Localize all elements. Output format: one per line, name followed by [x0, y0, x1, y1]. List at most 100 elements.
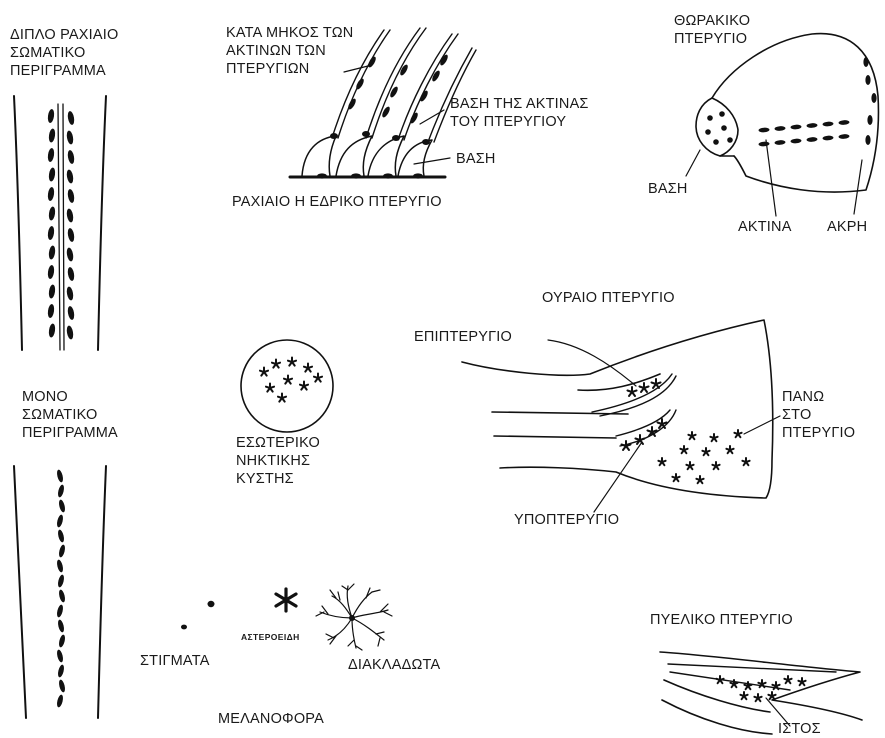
- pectoral-fin-figure: [686, 34, 879, 216]
- pigment-mark: [66, 247, 74, 262]
- pigment-mark: [712, 462, 719, 469]
- pigment-mark: [742, 458, 749, 465]
- pigment-mark: [734, 430, 741, 437]
- pigment-mark: [56, 514, 64, 528]
- pigment-mark: [48, 206, 56, 221]
- pigment-mark: [47, 304, 55, 319]
- pigment-mark: [66, 130, 74, 145]
- pelvic-fin-pigment-marks: [716, 676, 805, 701]
- pigment-mark: [48, 245, 56, 260]
- leader-pectoral-base: [686, 150, 700, 176]
- pigment-mark: [57, 529, 65, 543]
- pigment-mark: [47, 187, 55, 202]
- pectoral-tip-label: ΑΚΡΗ: [827, 218, 867, 236]
- pigment-mark: [284, 376, 292, 384]
- double-dorsal-outline-label: ΔΙΠΛΟ ΡΑΧΙΑΙΟ ΣΩΜΑΤΙΚΟ ΠΕΡΙΓΡΑΜΜΑ: [10, 26, 118, 80]
- caudal-fin-pigment-marks: [622, 379, 750, 483]
- pigment-mark: [865, 75, 870, 85]
- pigment-mark: [314, 374, 322, 382]
- pigment-mark: [67, 267, 75, 282]
- hypopterygio-label: ΥΠΟΠΤΕΡΥΓΙΟ: [514, 511, 619, 529]
- pigment-mark: [47, 109, 55, 124]
- pigment-mark: [707, 115, 713, 121]
- branched-label: ΔΙΑΚΛΑΔΩΤΑ: [348, 656, 440, 674]
- branched-mark: [316, 584, 392, 650]
- pigment-mark: [806, 137, 817, 142]
- pelvic-fin-label: ΠΥΕΛΙΚΟ ΠΤΕΡΥΓΙΟ: [650, 611, 793, 629]
- pelvic-fin-figure: [660, 652, 862, 734]
- pigment-mark: [672, 474, 679, 481]
- spots-label: ΣΤΙΓΜΑΤΑ: [140, 652, 210, 670]
- ray-base-label: ΒΑΣΗ ΤΗΣ ΑΚΤΙΝΑΣ ΤΟΥ ΠΤΕΡΥΓΙΟΥ: [450, 95, 589, 131]
- pigment-mark: [768, 692, 775, 699]
- pigment-mark: [658, 458, 665, 465]
- leader-epipterygio: [548, 340, 636, 386]
- caudal-fin-figure: [462, 320, 780, 512]
- pigment-mark: [351, 173, 361, 178]
- pigment-mark: [688, 432, 695, 439]
- pigment-mark: [48, 284, 56, 299]
- pigment-mark: [754, 694, 761, 701]
- pigment-mark: [871, 93, 876, 103]
- pigment-mark: [822, 121, 833, 126]
- pigment-mark: [863, 57, 868, 67]
- pectoral-base-label: ΒΑΣΗ: [648, 180, 688, 198]
- pigment-mark: [57, 574, 65, 588]
- along-fin-rays-label: ΚΑΤΑ ΜΗΚΟΣ ΤΩΝ ΑΚΤΙΝΩΝ ΤΩΝ ΠΤΕΡΥΓΙΩΝ: [226, 24, 353, 78]
- stellate-label: ΑΣΤΕΡΟΕΙΔΗ: [241, 628, 300, 646]
- pigment-mark: [705, 129, 711, 135]
- leader-pectoral-tip: [854, 160, 862, 214]
- pigment-mark: [48, 323, 56, 338]
- pigment-mark: [58, 544, 66, 558]
- single-row-pigment-marks: [56, 469, 66, 708]
- dorsal-base-label: ΒΑΣΗ: [456, 150, 496, 168]
- stellate-mark: [276, 589, 296, 611]
- pigment-mark: [383, 173, 393, 178]
- pigment-mark: [628, 387, 637, 396]
- pigment-mark: [56, 469, 64, 483]
- pigment-mark: [740, 692, 747, 699]
- pigment-mark: [413, 173, 423, 178]
- pigment-mark: [716, 676, 723, 683]
- pigment-mark: [304, 364, 312, 372]
- pigment-mark: [790, 124, 801, 129]
- pigment-mark: [57, 664, 65, 678]
- pigment-mark: [67, 306, 75, 321]
- pigment-mark: [56, 694, 64, 708]
- single-outline-label: ΜΟΝΟ ΣΩΜΑΤΙΚΟ ΠΕΡΙΓΡΑΜΜΑ: [22, 388, 118, 442]
- pigment-mark: [389, 86, 400, 99]
- pigment-mark: [67, 111, 75, 126]
- on-fin-label: ΠΑΝΩ ΣΤΟ ΠΤΕΡΥΓΙΟ: [782, 388, 855, 442]
- double-dorsal-outline-figure: [14, 96, 106, 350]
- swim-bladder-figure: [241, 340, 333, 432]
- pigment-mark: [67, 189, 75, 204]
- pigment-mark: [696, 476, 703, 483]
- pigment-mark: [622, 441, 631, 450]
- pigment-mark: [47, 265, 55, 280]
- leader-on-fin: [744, 416, 780, 434]
- pigment-mark: [867, 115, 872, 125]
- pigment-mark: [822, 135, 833, 140]
- pigment-mark: [48, 128, 56, 143]
- pigment-mark: [721, 125, 727, 131]
- pigment-mark: [652, 379, 661, 388]
- pigment-mark: [713, 139, 719, 145]
- pigment-mark: [56, 559, 64, 573]
- pigment-mark: [58, 679, 66, 693]
- pigment-mark: [422, 139, 430, 145]
- leader-hypopterygio: [594, 442, 642, 512]
- pigment-mark: [362, 131, 370, 137]
- pigment-mark: [58, 634, 66, 648]
- pigment-mark: [48, 167, 56, 182]
- pigment-mark: [710, 434, 717, 441]
- pigment-mark: [300, 382, 308, 390]
- pigment-mark: [838, 134, 849, 139]
- pigment-mark: [47, 148, 55, 163]
- pigment-mark: [47, 226, 55, 241]
- pigment-mark: [726, 446, 733, 453]
- pigment-mark: [66, 169, 74, 184]
- pigment-mark: [278, 394, 286, 402]
- pigment-mark: [66, 208, 74, 223]
- pigment-mark: [798, 678, 805, 685]
- pigment-mark: [758, 127, 769, 132]
